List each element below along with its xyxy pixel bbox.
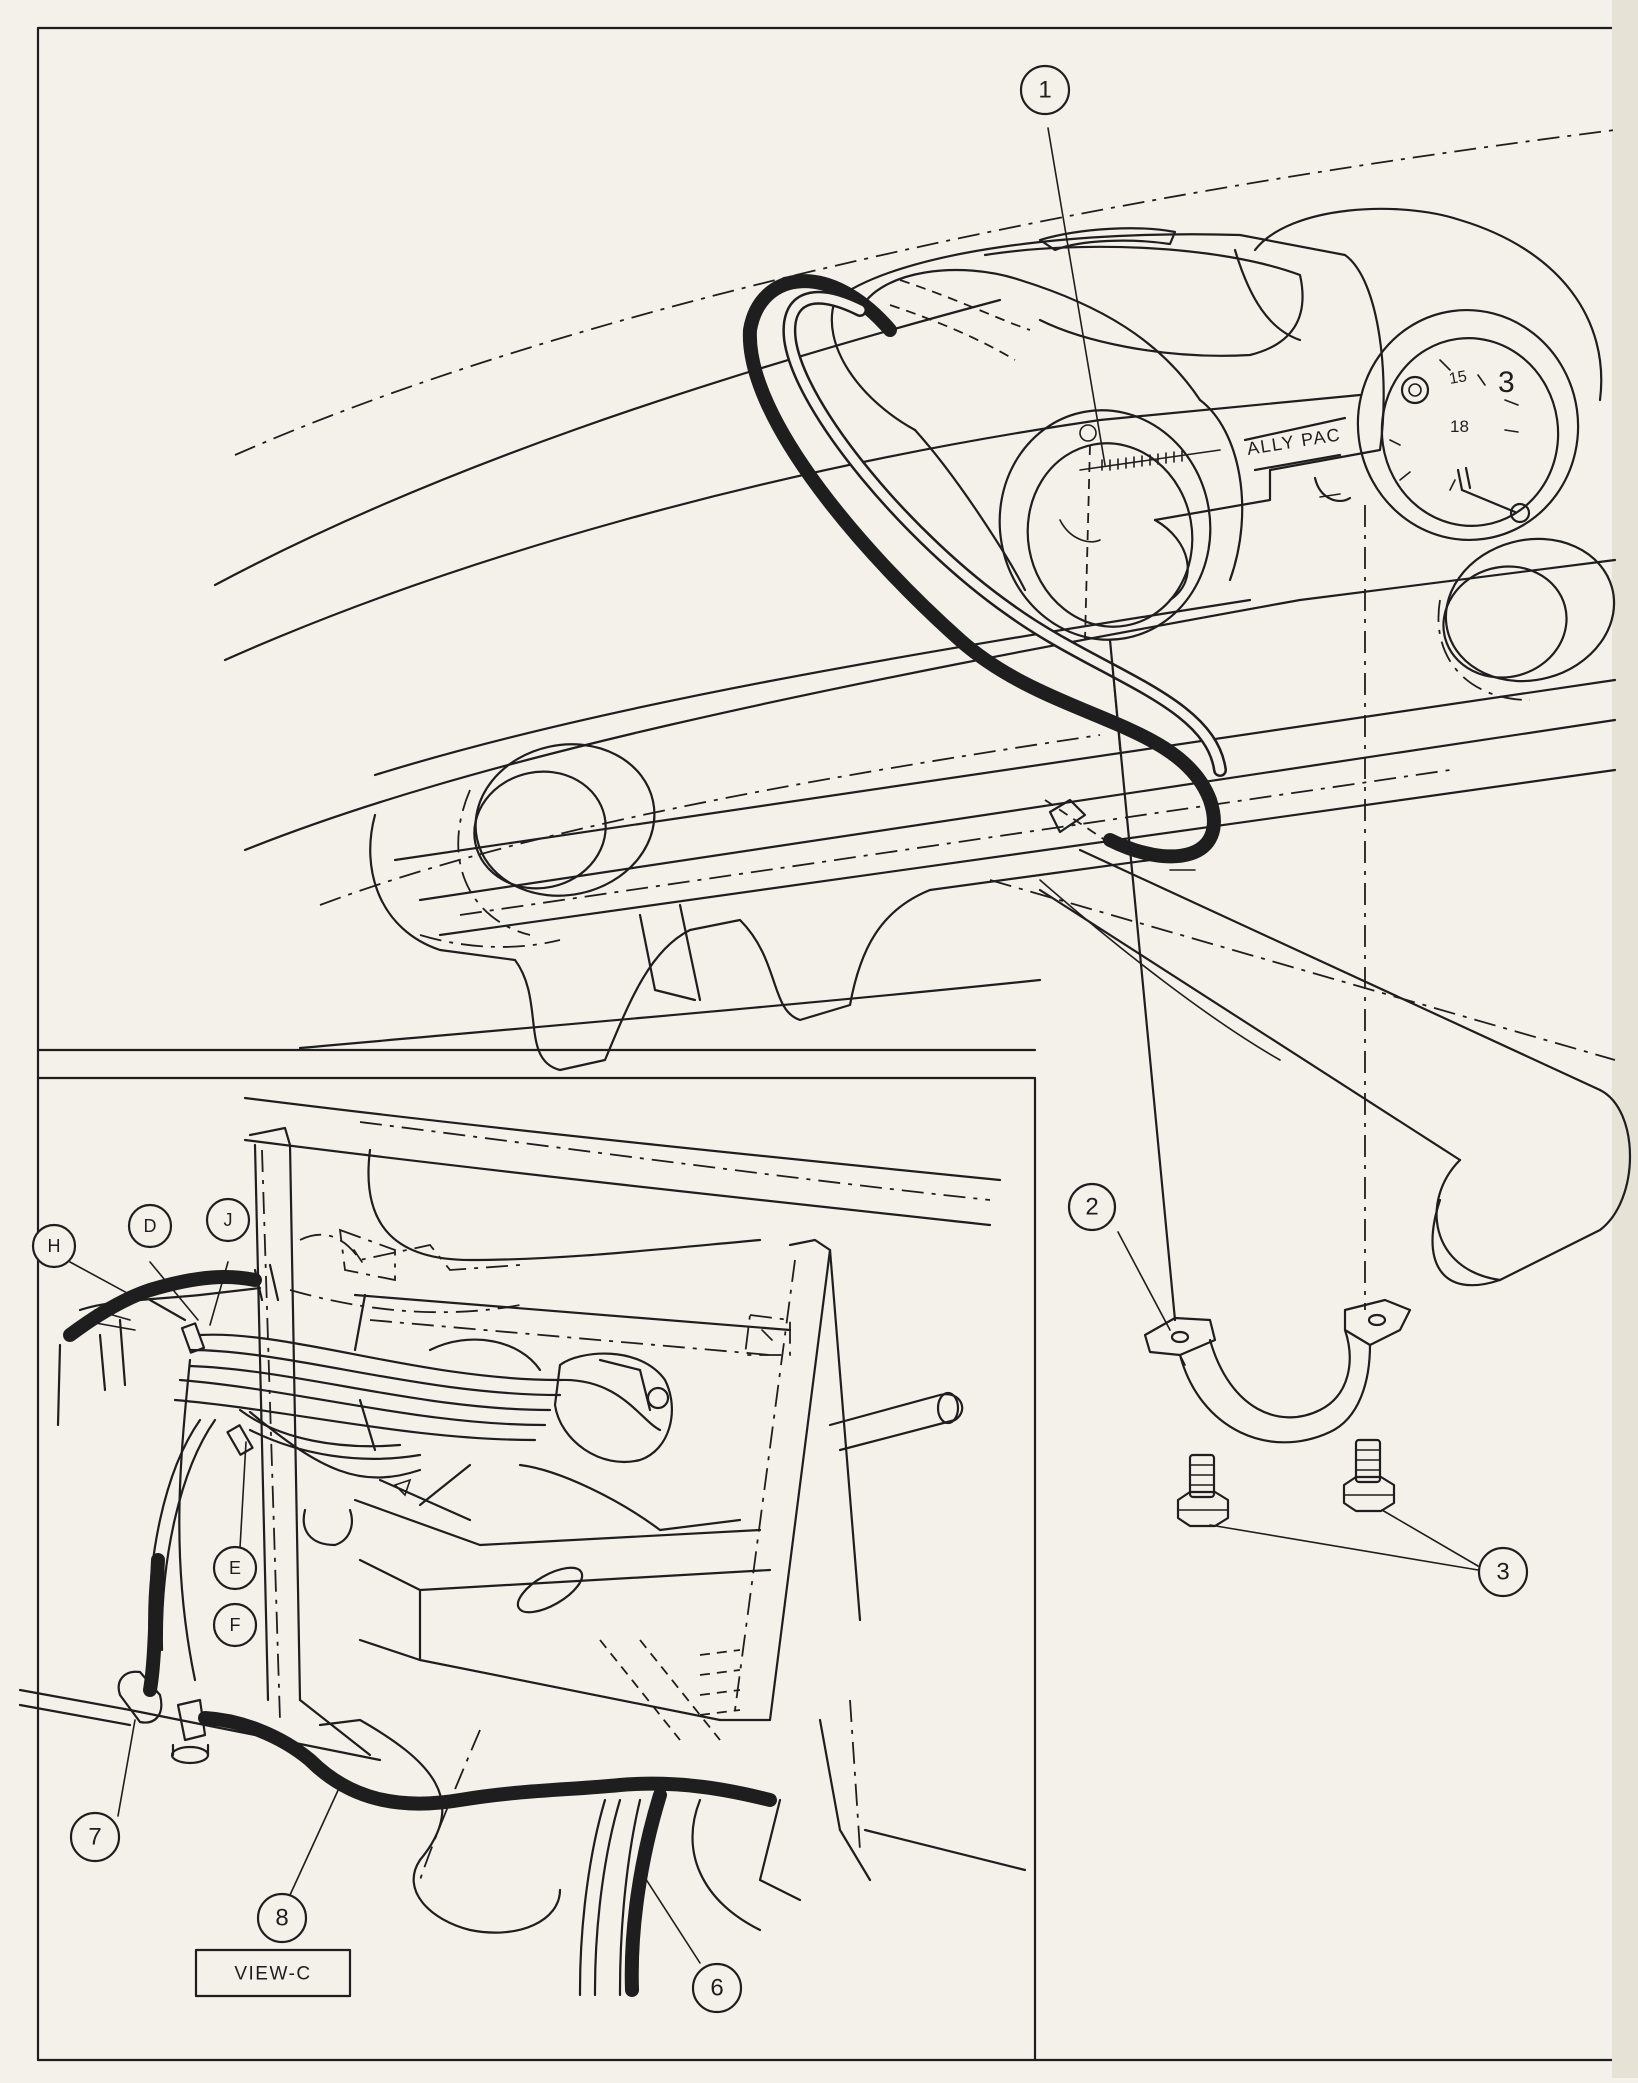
callout-1: 1 [1019, 64, 1071, 116]
mounting-bracket [1143, 1298, 1412, 1444]
callout-d-label: D [144, 1216, 157, 1236]
callout-6: 6 [691, 1962, 743, 2014]
view-c-inset: VIEW-C [18, 1048, 1037, 2062]
ground-wire-hose [18, 1358, 382, 1765]
clock-face: 15 18 3 [1389, 359, 1531, 524]
callout-f: F [212, 1602, 258, 1648]
callout-2: 2 [1067, 1182, 1117, 1232]
callout-j-label: J [224, 1210, 233, 1230]
callout-e: E [212, 1545, 258, 1591]
callout-d: D [127, 1203, 173, 1249]
callout-3: 3 [1477, 1546, 1529, 1598]
tach-ticks [1101, 450, 1183, 471]
wire-bundle [56, 1263, 662, 1547]
callout-6-label: 6 [710, 1975, 723, 2002]
callout-1-label: 1 [1038, 77, 1051, 104]
callout-h-label: H [48, 1236, 61, 1256]
callout-2-label: 2 [1085, 1194, 1098, 1221]
callout-7: 7 [69, 1811, 121, 1863]
callout-h: H [31, 1223, 77, 1269]
callout-j: J [205, 1197, 251, 1243]
clock-label-18: 18 [1450, 417, 1469, 436]
sheet-border [36, 0, 1638, 2078]
screw-right [1342, 1438, 1396, 1513]
callout-8-label: 8 [275, 1905, 288, 1932]
clock-label-15: 15 [1448, 368, 1469, 388]
dashboard-view: 15 18 3 ALLY PAC [213, 129, 1632, 1322]
callout-8: 8 [256, 1892, 308, 1944]
view-c-label: VIEW-C [234, 1964, 311, 1985]
callout-e-label: E [229, 1558, 241, 1578]
view-c-label-box [194, 1948, 352, 1998]
screw-left [1176, 1453, 1230, 1528]
wiring-harness-hose [742, 274, 1227, 864]
callout-3-label: 3 [1496, 1559, 1509, 1586]
clock-label-3: 3 [1498, 366, 1515, 399]
callout-f-label: F [230, 1615, 241, 1635]
callout-7-label: 7 [88, 1824, 101, 1851]
